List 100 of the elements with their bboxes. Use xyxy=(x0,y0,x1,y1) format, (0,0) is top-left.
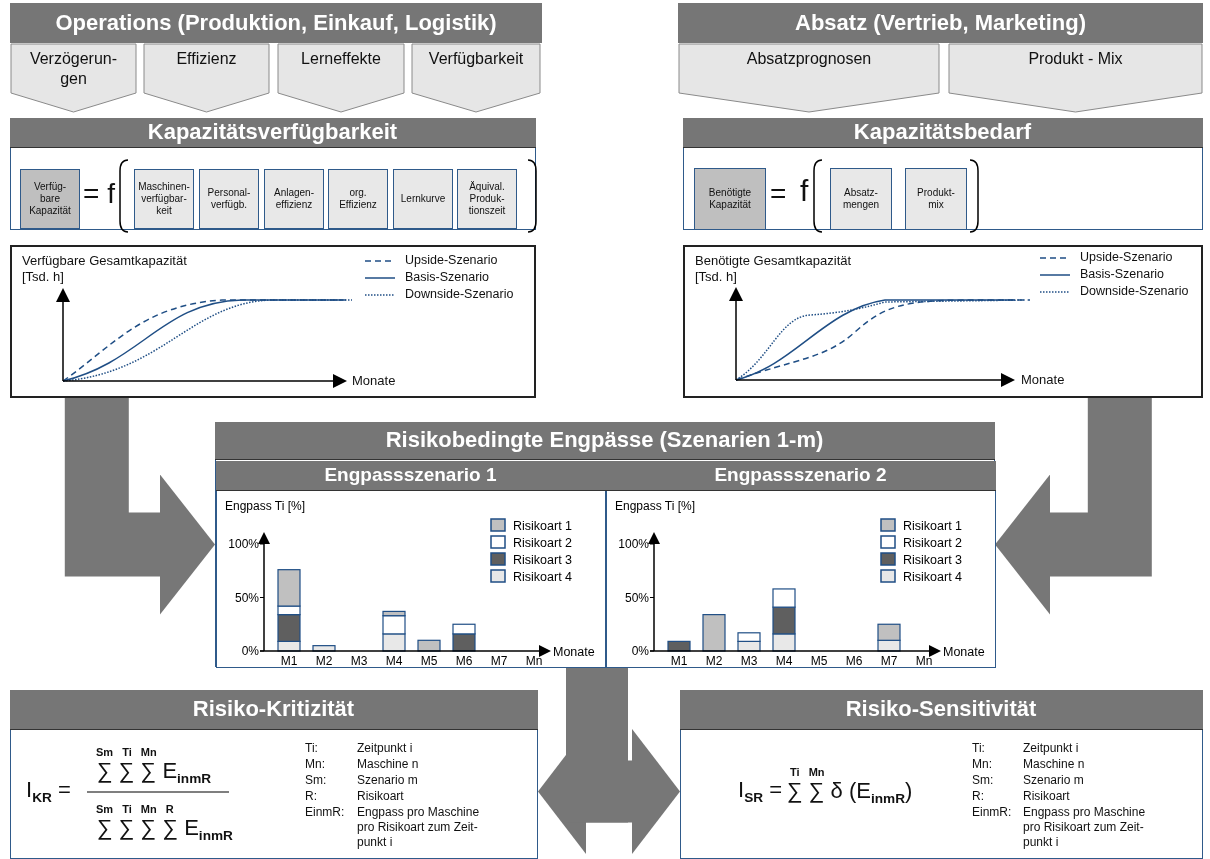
definition-text: Engpass pro Maschine pro Risikoart zum Zeit- punkt i xyxy=(357,805,481,850)
legend-label: Upside-Szenario xyxy=(405,253,498,267)
category-label: M2 xyxy=(705,654,723,668)
legend-label: Basis-Szenario xyxy=(405,270,490,284)
panel-header: Risikobedingte Engpässe (Szenarien 1-m) xyxy=(214,421,995,460)
formula-text: ∑ ∑ ∑ E$_{inmR}$ xyxy=(97,757,212,785)
panel-header: Kapazitätsverfügbarkeit xyxy=(9,117,536,148)
panel-header: Kapazitätsbedarf xyxy=(682,117,1203,148)
category-label: M2 xyxy=(315,654,333,668)
category-label: Mn xyxy=(525,654,543,668)
factor-box: Lernkurve xyxy=(393,169,453,229)
definition-text: Zeitpunkt i xyxy=(357,741,414,756)
category-label: M3 xyxy=(740,654,758,668)
definition-term: Ti: xyxy=(305,741,318,756)
legend-label: Risikoart 1 xyxy=(903,519,963,533)
factor-box: Produkt- mix xyxy=(905,168,967,230)
result-box: Benötigte Kapazität xyxy=(694,168,766,230)
input-tab xyxy=(678,43,940,113)
input-tab xyxy=(948,43,1203,113)
category-label: M5 xyxy=(810,654,828,668)
axis-label: Monate xyxy=(943,645,985,659)
definition-text: Engpass pro Maschine pro Risikoart zum Zeit- punkt i xyxy=(1023,805,1147,850)
legend-label: Risikoart 4 xyxy=(903,570,963,584)
category-label: M1 xyxy=(280,654,298,668)
axis-label: Monate xyxy=(1021,372,1065,387)
category-label: M5 xyxy=(420,654,438,668)
tab-label: Verfügbarkeit xyxy=(427,49,525,69)
formula-text: = xyxy=(770,177,787,211)
legend-label: Risikoart 2 xyxy=(903,536,963,550)
definition-term: Sm: xyxy=(305,773,327,788)
panel-header: Risiko-Sensitivität xyxy=(679,689,1203,730)
category-label: Mn xyxy=(915,654,933,668)
result-box: Verfüg- bare Kapazität xyxy=(20,169,80,229)
input-tab xyxy=(277,43,405,113)
category-label: M4 xyxy=(775,654,793,668)
definition-text: Maschine n xyxy=(357,757,420,772)
limit-label: Sm Ti Mn R xyxy=(96,802,174,816)
legend-label: Risikoart 3 xyxy=(513,553,573,567)
definition-text: Szenario m xyxy=(357,773,419,788)
panel xyxy=(606,461,996,668)
formula-text: f xyxy=(800,173,809,209)
category-label: M4 xyxy=(385,654,403,668)
axis-title: Engpass Ti [%] xyxy=(225,499,306,513)
formula-text: I$_{SR}$ = xyxy=(738,776,783,804)
tick-label: 50% xyxy=(234,590,259,605)
header-band: Absatz (Vertrieb, Marketing) xyxy=(678,3,1203,43)
definition-text: Risikoart xyxy=(1023,789,1071,804)
formula-text: = f xyxy=(83,177,115,211)
panel-header: Engpassszenario 1 xyxy=(215,460,606,491)
factor-box: Anlagen- effizienz xyxy=(264,169,324,229)
definition-term: EinmR: xyxy=(305,805,345,820)
definition-term: R: xyxy=(305,789,317,804)
formula-text: ∑ ∑ ∑ ∑ E$_{inmR}$ xyxy=(97,814,233,842)
tick-label: 0% xyxy=(241,644,259,658)
formula-text: ∑ ∑ δ (E$_{inmR}$) xyxy=(787,777,913,805)
block-arrow xyxy=(995,398,1152,615)
legend-label: Basis-Szenario xyxy=(1080,267,1165,281)
panel xyxy=(216,461,606,668)
axis-label: Monate xyxy=(553,645,595,659)
tab-label: Lerneffekte xyxy=(300,49,382,69)
limit-label: Ti Mn xyxy=(790,765,825,779)
definition-text: Maschine n xyxy=(1023,757,1086,772)
legend-label: Upside-Szenario xyxy=(1080,250,1173,264)
input-tab xyxy=(411,43,541,113)
definition-term: R: xyxy=(972,789,984,804)
tab-label: Produkt - Mix xyxy=(1027,49,1124,69)
input-tab xyxy=(143,43,270,113)
legend-label: Downside-Szenario xyxy=(1080,284,1189,298)
panel-header: Risiko-Kritizität xyxy=(9,689,538,730)
category-label: M1 xyxy=(670,654,688,668)
factor-box: Äquival. Produk- tionszeit xyxy=(457,169,517,229)
panel xyxy=(10,690,538,859)
factor-box: Personal- verfügb. xyxy=(199,169,259,229)
panel-header: Engpassszenario 2 xyxy=(605,460,996,491)
panel xyxy=(215,422,995,667)
category-label: M3 xyxy=(350,654,368,668)
category-label: M7 xyxy=(880,654,898,668)
axis-title: Verfügbare Gesamtkapazität [Tsd. h] xyxy=(22,253,188,285)
axis-title: Engpass Ti [%] xyxy=(615,499,696,513)
axis-title: Benötigte Gesamtkapazität [Tsd. h] xyxy=(695,253,853,285)
legend-label: Risikoart 3 xyxy=(903,553,963,567)
definition-text: Zeitpunkt i xyxy=(1023,741,1080,756)
legend-label: Downside-Szenario xyxy=(405,287,514,301)
definition-term: Sm: xyxy=(972,773,994,788)
category-label: M6 xyxy=(455,654,473,668)
tick-label: 100% xyxy=(228,537,259,551)
definition-text: Risikoart xyxy=(357,789,405,804)
definition-term: Mn: xyxy=(972,757,992,772)
chart-panel xyxy=(683,245,1203,398)
definition-text: Szenario m xyxy=(1023,773,1085,788)
tick-label: 0% xyxy=(631,644,649,658)
tick-label: 50% xyxy=(624,590,649,605)
chart-panel xyxy=(10,245,536,398)
definition-term: Ti: xyxy=(972,741,985,756)
factor-box: Absatz- mengen xyxy=(830,168,892,230)
definition-term: EinmR: xyxy=(972,805,1012,820)
tab-label: Effizienz xyxy=(175,49,238,69)
legend-label: Risikoart 4 xyxy=(513,570,573,584)
category-label: M7 xyxy=(490,654,508,668)
factor-box: org. Effizienz xyxy=(328,169,388,229)
